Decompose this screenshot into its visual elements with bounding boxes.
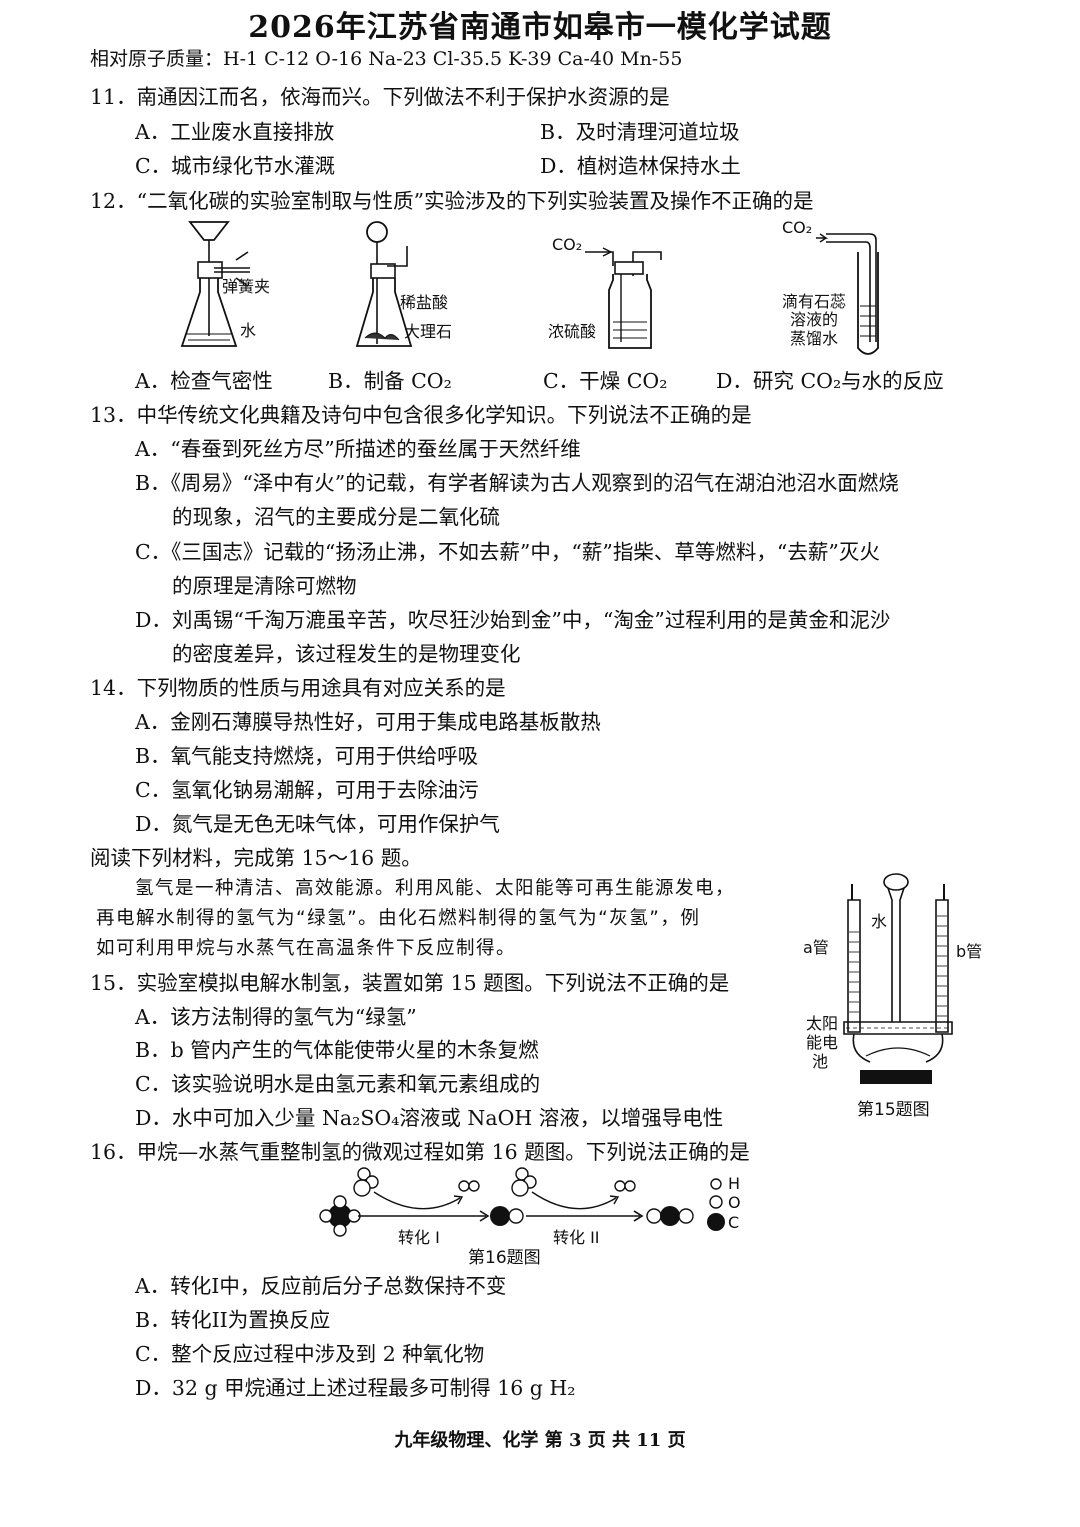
fig-d-co2-label: CO₂ [782,218,813,237]
q11-option-c: C．城市绿化节水灌溉 [135,154,336,178]
q13-option-c-line2: 的原理是清除可燃物 [172,574,357,598]
q16-caption: 第16题图 [468,1248,541,1268]
q13-option-b-line2: 的现象，沼气的主要成分是二氧化硫 [172,505,500,529]
fig15-water-label: 水 [871,912,888,931]
q15-option-a: A．该方法制得的氢气为“绿氢” [135,1005,417,1029]
q14-option-a: A．金刚石薄膜导热性好，可用于集成电路基板散热 [135,710,601,734]
q16-legend-c: C [728,1213,740,1232]
fig-d-label-line3: 蒸馏水 [790,329,839,348]
fig15-solar-line1: 太阳 [806,1014,839,1033]
passage-line2: 再电解水制得的氢气为“绿氢”。由化石燃料制得的氢气为“灰氢”，例 [96,908,701,929]
fig15-solar-line2: 能电 [806,1033,839,1052]
reading-intro: 阅读下列材料，完成第 15～16 题。 [90,846,422,870]
q12-option-b: B．制备 CO₂ [328,369,452,393]
q16-legend-h: H [728,1174,741,1193]
q15-option-c: C．该实验说明水是由氢元素和氧元素组成的 [135,1072,541,1096]
q16-stem: 16．甲烷—水蒸气重整制氢的微观过程如第 16 题图。下列说法正确的是 [90,1140,750,1164]
q11-option-d: D．植树造林保持水土 [540,154,741,178]
q15-stem: 15．实验室模拟电解水制氢，装置如第 15 题图。下列说法不正确的是 [90,971,730,995]
passage-line1: 氢气是一种清洁、高效能源。利用风能、太阳能等可再生能源发电， [135,878,736,899]
q14-option-b: B．氧气能支持燃烧，可用于供给呼吸 [135,744,479,768]
q14-option-c: C．氢氧化钠易潮解，可用于去除油污 [135,778,479,802]
q13-option-b-line1: B．《周易》“泽中有火”的记载，有学者解读为古人观察到的沼气在湖泊池沼水面燃烧 [135,471,899,495]
fig15-b-tube-label: b管 [956,942,983,961]
page-title: 2026年江苏省南通市如皋市一模化学试题 [248,10,832,45]
q16-option-b: B．转化II为置换反应 [135,1308,331,1332]
fig-b-acid-label: 稀盐酸 [400,293,449,312]
fig-c-acid-label: 浓硫酸 [548,322,597,341]
fig-a-clamp-label: 弹簧夹 [222,277,271,296]
q16-option-d: D．32 g 甲烷通过上述过程最多可制得 16 g H₂ [135,1376,576,1400]
q14-stem: 14．下列物质的性质与用途具有对应关系的是 [90,676,506,700]
fig-a-water-label: 水 [240,321,257,340]
q12-option-c: C．干燥 CO₂ [543,369,668,393]
q13-option-d-line1: D．刘禹锡“千淘万漉虽辛苦，吹尽狂沙始到金”中，“淘金”过程利用的是黄金和泥沙 [135,608,891,632]
q16-legend-o: O [728,1193,741,1212]
q11-stem: 11．南通因江而名，依海而兴。下列做法不利于保护水资源的是 [90,85,670,109]
q16-figure [319,1167,725,1237]
q15-option-d: D．水中可加入少量 Na₂SO₄溶液或 NaOH 溶液，以增强导电性 [135,1106,724,1130]
atomic-masses: 相对原子质量：H-1 C-12 O-16 Na-23 Cl-35.5 K-39 … [90,48,683,70]
q16-step2-label: 转化 II [553,1228,600,1247]
fig-d-label-line1: 滴有石蕊 [782,292,847,311]
q13-option-d-line2: 的密度差异，该过程发生的是物理变化 [172,642,521,666]
q15-option-b: B．b 管内产生的气体能使带火星的木条复燃 [135,1038,539,1062]
q13-option-a: A．“春蚕到死丝方尽”所描述的蚕丝属于天然纤维 [135,437,581,461]
fig15-solar-line3: 池 [812,1052,829,1071]
q15-figure [843,873,953,1084]
q12-option-d: D．研究 CO₂与水的反应 [716,369,944,393]
fig15-a-tube-label: a管 [803,938,829,957]
q13-stem: 13．中华传统文化典籍及诗句中包含很多化学知识。下列说法不正确的是 [90,403,752,427]
q16-step1-label: 转化 I [398,1228,440,1247]
q12-figure-c [585,247,662,349]
page-footer: 九年级物理、化学 第 3 页 共 11 页 [394,1430,686,1451]
passage-line3: 如可利用甲烷与水蒸气在高温条件下反应制得。 [96,938,517,959]
fig-b-marble-label: 大理石 [404,322,453,341]
fig-d-label-line2: 溶液的 [790,310,839,329]
q13-option-c-line1: C．《三国志》记载的“扬汤止沸，不如去薪”中，“薪”指柴、草等燃料，“去薪”灭火 [135,540,880,564]
q12-figure-b [355,221,413,347]
q12-option-a: A．检查气密性 [135,369,273,393]
q14-option-d: D．氮气是无色无味气体，可用作保护气 [135,812,500,836]
q11-option-a: A．工业废水直接排放 [135,120,335,144]
q16-option-a: A．转化I中，反应前后分子总数保持不变 [135,1274,507,1298]
q11-option-b: B．及时清理河道垃圾 [540,120,740,144]
q12-figure-a [180,221,250,347]
q16-option-c: C．整个反应过程中涉及到 2 种氧化物 [135,1342,485,1366]
q12-stem: 12．“二氧化碳的实验室制取与性质”实验涉及的下列实验装置及操作不正确的是 [90,189,814,213]
q12-figure-d [816,233,879,355]
fig15-caption: 第15题图 [857,1100,930,1120]
fig-c-co2-label: CO₂ [552,235,583,254]
